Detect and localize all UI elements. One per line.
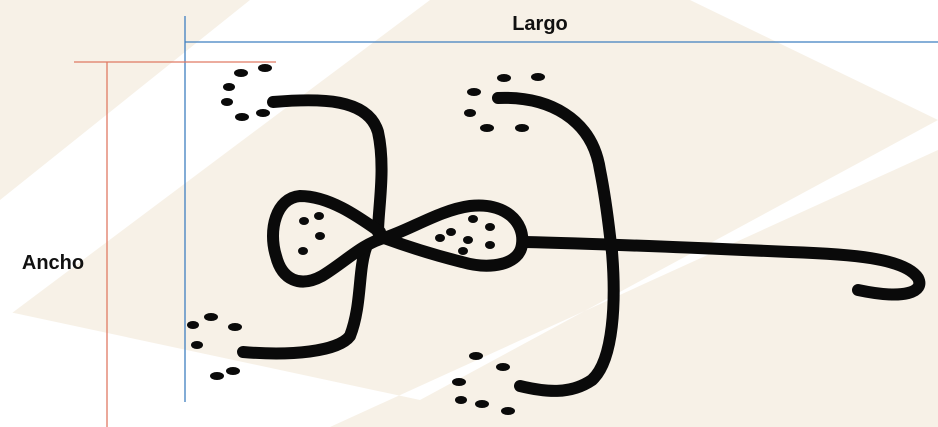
dot bbox=[191, 341, 203, 349]
dot bbox=[315, 232, 325, 240]
dot bbox=[258, 64, 272, 72]
dot bbox=[314, 212, 324, 220]
dot bbox=[298, 247, 308, 255]
dot bbox=[228, 323, 242, 331]
length-label: Largo bbox=[512, 13, 568, 35]
dot bbox=[501, 407, 515, 415]
dot bbox=[234, 69, 248, 77]
dot bbox=[210, 372, 224, 380]
dot bbox=[226, 367, 240, 375]
dot bbox=[496, 363, 510, 371]
dot bbox=[299, 217, 309, 225]
width-label: Ancho bbox=[22, 252, 84, 274]
dot bbox=[187, 321, 199, 329]
dot bbox=[497, 74, 511, 82]
dot bbox=[480, 124, 494, 132]
dot bbox=[485, 241, 495, 249]
dot bbox=[221, 98, 233, 106]
dot bbox=[204, 313, 218, 321]
dot bbox=[458, 247, 468, 255]
dot bbox=[468, 215, 478, 223]
dot bbox=[446, 228, 456, 236]
dot bbox=[463, 236, 473, 244]
dot bbox=[467, 88, 481, 96]
dot bbox=[435, 234, 445, 242]
dot bbox=[531, 73, 545, 81]
dot bbox=[256, 109, 270, 117]
dot bbox=[455, 396, 467, 404]
dot bbox=[485, 223, 495, 231]
dot bbox=[469, 352, 483, 360]
dot bbox=[452, 378, 466, 386]
dot bbox=[223, 83, 235, 91]
dot bbox=[515, 124, 529, 132]
dot bbox=[475, 400, 489, 408]
dot bbox=[235, 113, 249, 121]
dot bbox=[464, 109, 476, 117]
